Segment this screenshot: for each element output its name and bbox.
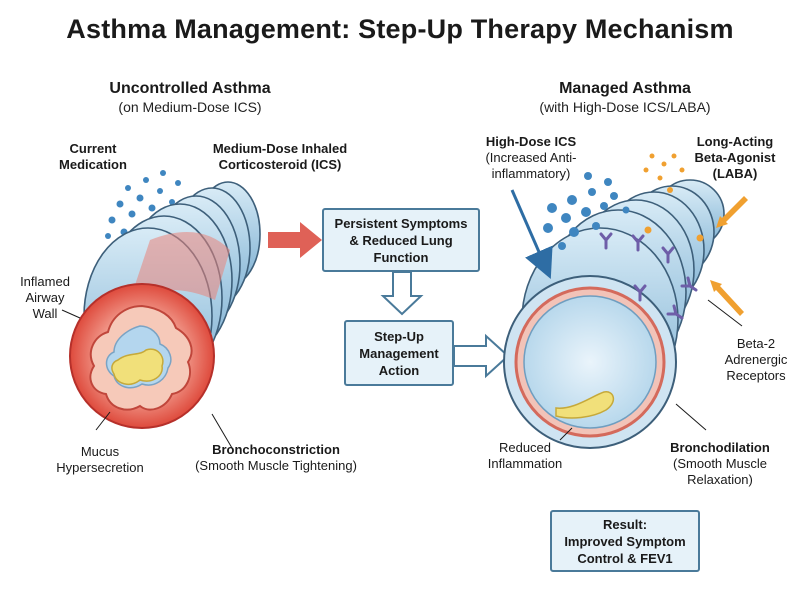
right-panel-subtitle: (with High-Dose ICS/LABA): [539, 99, 711, 115]
box1-line1: Persistent Symptoms: [334, 215, 468, 231]
laba-line1: Long-Acting: [696, 134, 774, 149]
ics-arrow: [510, 189, 553, 280]
box2-line1: Step-Up: [374, 328, 424, 344]
flow-right-arrow: [453, 333, 510, 379]
mucus-line1: Mucus: [80, 444, 120, 459]
beta-line2: Adrenergic: [724, 352, 788, 367]
diagram-title: Asthma Management: Step-Up Therapy Mecha…: [66, 14, 734, 44]
red-transition-arrow: [268, 222, 322, 258]
laba-label: Long-Acting Beta-Agonist (LABA): [680, 134, 790, 182]
mucus-label: Mucus Hypersecretion: [40, 444, 160, 476]
reduced-line2: Inflammation: [487, 456, 563, 471]
airway-cross-section-left: [69, 283, 215, 429]
result-line1: Result:: [602, 516, 648, 532]
result-box: Result: Improved Symptom Control & FEV1: [550, 510, 700, 572]
beta-line3: Receptors: [726, 368, 786, 383]
airway-cross-section-right: [503, 275, 677, 449]
result-line3: Control & FEV1: [577, 550, 673, 566]
inflamed-line3: Wall: [32, 306, 58, 321]
hd-ics-line3: inflammatory): [491, 166, 571, 181]
hd-ics-line1: High-Dose ICS: [485, 134, 577, 149]
ics-particles-right: [543, 172, 630, 250]
laba-arrows: [710, 196, 748, 316]
persistent-symptoms-box: Persistent Symptoms & Reduced Lung Funct…: [322, 208, 480, 272]
bronchodilation-line1: Bronchodilation: [670, 440, 770, 455]
box2-line2: Management: [359, 345, 439, 361]
bronchoconstriction-line1: Bronchoconstriction: [212, 442, 340, 457]
current-medication-line2: Medication: [59, 157, 127, 172]
left-panel-title: Uncontrolled Asthma: [109, 80, 271, 97]
step-up-action-box: Step-Up Management Action: [344, 320, 454, 386]
bronchodilation-label: Bronchodilation (Smooth Muscle Relaxatio…: [650, 440, 790, 488]
inflamed-wall-label: Inflamed Airway Wall: [14, 274, 76, 322]
beta2-receptors: [599, 232, 698, 320]
ics-label-line1: Medium-Dose Inhaled: [212, 141, 348, 156]
ics-label: Medium-Dose Inhaled Corticosteroid (ICS): [200, 141, 360, 173]
box1-line3: Function: [373, 249, 429, 265]
beta2-receptors-label: Beta-2 Adrenergic Receptors: [716, 336, 796, 384]
laba-line2: Beta-Agonist: [694, 150, 776, 165]
bronchoconstriction-line2: (Smooth Muscle Tightening): [195, 458, 357, 473]
bronchoconstriction-label: Bronchoconstriction (Smooth Muscle Tight…: [176, 442, 376, 474]
result-line2: Improved Symptom: [564, 533, 686, 549]
current-medication-line1: Current: [69, 141, 117, 156]
flow-down-arrow: [380, 271, 424, 316]
box1-line2: & Reduced Lung: [349, 232, 453, 248]
left-panel-subtitle: (on Medium-Dose ICS): [118, 99, 262, 115]
bronchodilation-line2: (Smooth Muscle: [673, 456, 767, 471]
ics-label-line2: Corticosteroid (ICS): [218, 157, 342, 172]
laba-line3: (LABA): [712, 166, 758, 181]
reduced-inflammation-label: Reduced Inflammation: [470, 440, 580, 472]
inflamed-line1: Inflamed: [20, 274, 70, 289]
mucus-line2: Hypersecretion: [56, 460, 144, 475]
reduced-line1: Reduced: [498, 440, 552, 455]
bronchodilation-line3: Relaxation): [687, 472, 753, 487]
box2-line3: Action: [378, 362, 420, 378]
current-medication-label: Current Medication: [48, 141, 138, 173]
laba-particles: [643, 153, 704, 242]
right-panel-title: Managed Asthma: [559, 80, 691, 97]
beta-line1: Beta-2: [736, 336, 776, 351]
inflamed-line2: Airway: [25, 290, 65, 305]
high-dose-ics-label: High-Dose ICS (Increased Anti- inflammat…: [468, 134, 594, 182]
hd-ics-line2: (Increased Anti-: [485, 150, 577, 165]
